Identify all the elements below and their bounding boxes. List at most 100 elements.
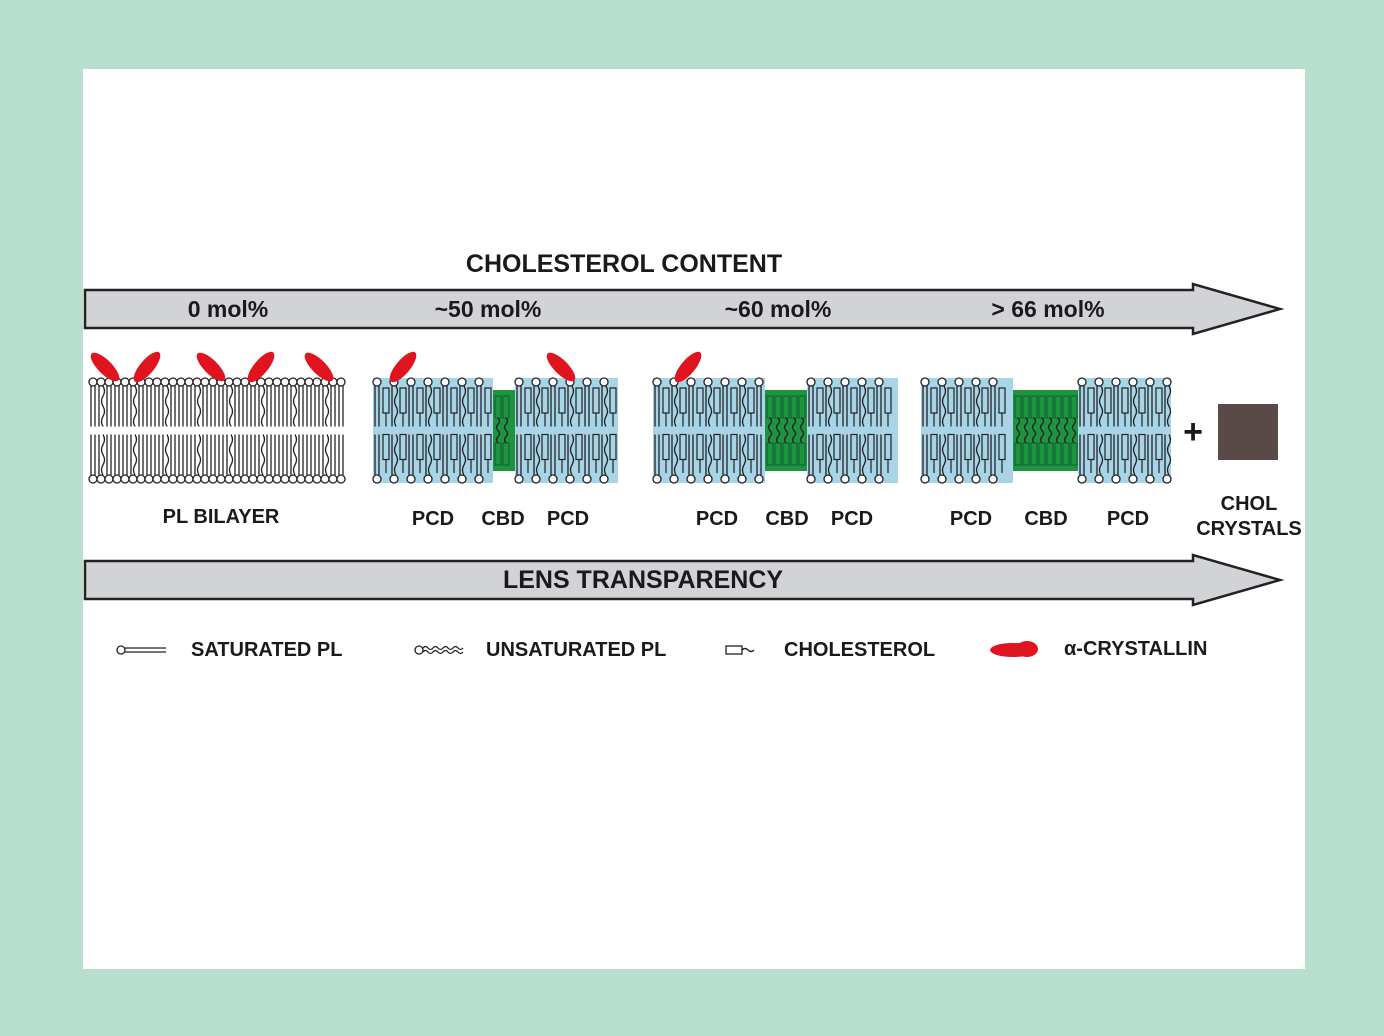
lipid-head [988, 474, 998, 484]
lipid-head [1077, 474, 1087, 484]
lipid-head [248, 474, 258, 484]
legend-unsaturated-icon [422, 649, 464, 655]
pcd-domain-fill [515, 378, 618, 483]
lipid-tail [861, 385, 867, 427]
stage3-membrane [652, 377, 898, 484]
lipid-tail [100, 434, 106, 476]
lipid-head [971, 474, 981, 484]
lipid-head [582, 377, 592, 387]
lipid-head [296, 474, 306, 484]
lipid-head [548, 377, 558, 387]
lipid-head [88, 377, 98, 387]
legend-cholesterol-icon [741, 647, 755, 653]
lipid-head [1094, 474, 1104, 484]
lipid-tail [975, 434, 981, 476]
stage2-cbd: CBD [481, 508, 525, 530]
cholesterol-membrane-diagram [83, 282, 1285, 657]
lipid-head [823, 377, 833, 387]
lipid-head [669, 474, 679, 484]
lipid-tail [495, 417, 501, 444]
cholesterol-crystal-square [1218, 404, 1278, 460]
lipid-head [514, 474, 524, 484]
lipid-head [582, 474, 592, 484]
lipid-head [256, 377, 266, 387]
lipid-tail [603, 385, 609, 427]
lipid-head [184, 474, 194, 484]
alpha-crystallin-molecule [196, 352, 226, 382]
lipid-tail [783, 417, 789, 444]
stage4-cbd: CBD [1024, 508, 1068, 530]
lipid-head [240, 474, 250, 484]
lipid-head [104, 474, 114, 484]
lipid-head [806, 377, 816, 387]
lipid-tail [292, 385, 298, 427]
lipid-head [1111, 474, 1121, 484]
lipid-tail [132, 385, 138, 427]
lipid-head [128, 474, 138, 484]
lipid-tail [707, 385, 713, 427]
lipid-tail [1055, 417, 1061, 444]
legend-crystallin-icon [1016, 641, 1038, 657]
lipid-head [152, 474, 162, 484]
cbd-domain-fill [493, 390, 515, 471]
lipid-tail [827, 434, 833, 476]
lipid-head [120, 474, 130, 484]
lipid-head [372, 474, 382, 484]
lipid-tail [503, 417, 509, 444]
lipid-tail [673, 385, 679, 427]
lipid-tail [767, 417, 773, 444]
lipid-head [264, 474, 274, 484]
lipid-head [160, 474, 170, 484]
lipid-head [737, 474, 747, 484]
lipid-head [857, 377, 867, 387]
lipid-head [874, 474, 884, 484]
stage-label-66: > 66 mol% [991, 296, 1105, 322]
lipid-head [720, 474, 730, 484]
lipid-head [937, 377, 947, 387]
lipid-head [1145, 474, 1155, 484]
lipid-head [652, 474, 662, 484]
lipid-head [565, 474, 575, 484]
lipid-tail [1098, 434, 1104, 476]
lipid-tail [741, 434, 747, 476]
lipid-head [652, 377, 662, 387]
chol-crystals-label-line2: CRYSTALS [1196, 518, 1302, 540]
stage-label-0: 0 mol% [187, 296, 269, 322]
lipid-head [232, 377, 242, 387]
lipid-head [200, 377, 210, 387]
lipid-head [208, 474, 218, 484]
lipid-head [288, 474, 298, 484]
lipid-tail [1166, 434, 1172, 476]
lipid-tail [1015, 417, 1021, 444]
lipid-head [296, 377, 306, 387]
lipid-tail [827, 385, 833, 427]
lipid-head [737, 377, 747, 387]
lipid-head [304, 474, 314, 484]
legend-saturated-icon [116, 645, 126, 655]
legend-saturated-label: SATURATED PL [191, 639, 343, 661]
lipid-tail [427, 385, 433, 427]
lipid-head [548, 474, 558, 484]
lipid-tail [164, 385, 170, 427]
stage-label-50: ~50 mol% [434, 296, 542, 322]
lipid-head [304, 377, 314, 387]
lipid-head [96, 377, 106, 387]
legend-unsaturated-icon [422, 645, 464, 651]
pcd-domain-fill [373, 378, 493, 483]
lipid-head [720, 377, 730, 387]
lipid-head [312, 377, 322, 387]
lipid-head [1077, 377, 1087, 387]
lipid-tail [260, 434, 266, 476]
lipid-tail [799, 417, 805, 444]
lipid-tail [1063, 417, 1069, 444]
lipid-head [192, 377, 202, 387]
figure-panel: CHOLESTEROL CONTENT 0 mol% ~50 mol% ~60 … [83, 69, 1305, 969]
stage4-membrane [920, 377, 1172, 484]
lipid-head [920, 377, 930, 387]
lipid-tail [1132, 385, 1138, 427]
lipid-head [1111, 377, 1121, 387]
lipid-head [531, 377, 541, 387]
lipid-head [320, 474, 330, 484]
lipid-head [457, 474, 467, 484]
pcd-domain-fill [921, 378, 1013, 483]
